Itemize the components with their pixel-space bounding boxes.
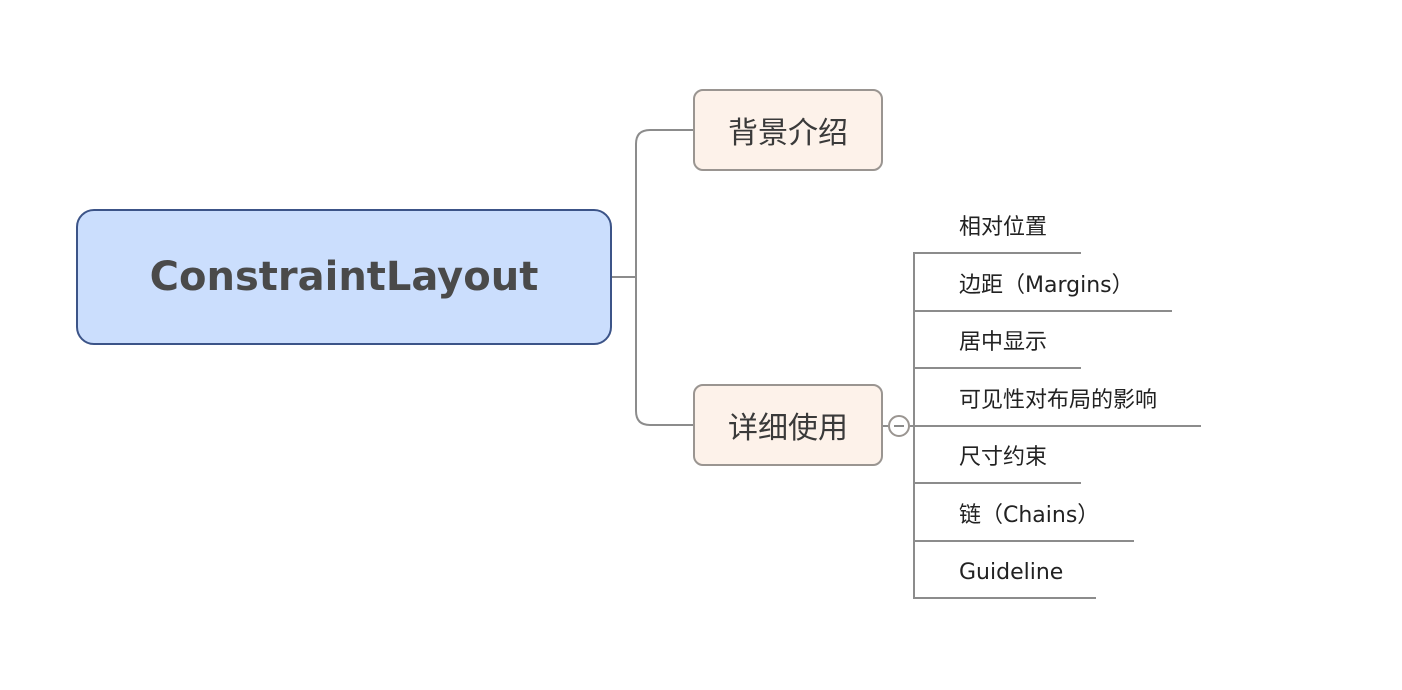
collapse-icon[interactable] <box>888 415 910 437</box>
subtopic-dimension-constraints[interactable]: 尺寸约束 <box>959 445 1048 470</box>
subtopic-visibility[interactable]: 可见性对布局的影响 <box>959 388 1158 413</box>
subtopic-margins[interactable]: 边距（Margins） <box>959 273 1134 298</box>
subtopic-chains[interactable]: 链（Chains） <box>959 503 1100 528</box>
subtopic-guideline[interactable]: Guideline <box>959 560 1064 585</box>
branch-topic-background[interactable]: 背景介绍 <box>693 89 883 171</box>
branch-topic-usage[interactable]: 详细使用 <box>693 384 883 466</box>
subtopic-centering[interactable]: 居中显示 <box>959 330 1048 355</box>
root-topic[interactable]: ConstraintLayout <box>76 209 612 345</box>
subtopic-relative-position[interactable]: 相对位置 <box>959 215 1048 240</box>
branch-connector <box>635 129 693 426</box>
